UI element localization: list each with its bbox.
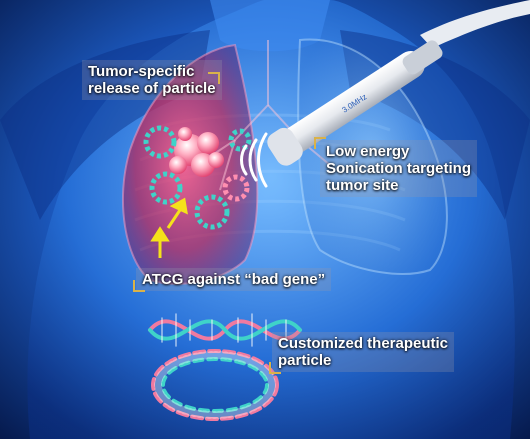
- label-tumor-release-line-1: Tumor-specific: [88, 63, 216, 80]
- label-sonication-line-1: Low energy: [326, 143, 471, 160]
- label-tumor-release: Tumor-specific release of particle: [82, 60, 222, 100]
- label-particle-line-2: particle: [278, 352, 448, 369]
- bracket-accent: [269, 362, 281, 374]
- label-sonication-line-2: Sonication targeting: [326, 160, 471, 177]
- label-sonication-line-3: tumor site: [326, 177, 471, 194]
- label-particle: Customized therapeutic particle: [272, 332, 454, 372]
- label-tumor-release-line-2: release of particle: [88, 80, 216, 97]
- label-atcg-line-1: ATCG against “bad gene”: [142, 271, 325, 288]
- label-sonication: Low energy Sonication targeting tumor si…: [320, 140, 477, 197]
- label-atcg: ATCG against “bad gene”: [136, 268, 331, 291]
- bracket-accent: [208, 72, 220, 84]
- bracket-accent: [314, 137, 326, 149]
- bracket-accent: [133, 280, 145, 292]
- label-particle-line-1: Customized therapeutic: [278, 335, 448, 352]
